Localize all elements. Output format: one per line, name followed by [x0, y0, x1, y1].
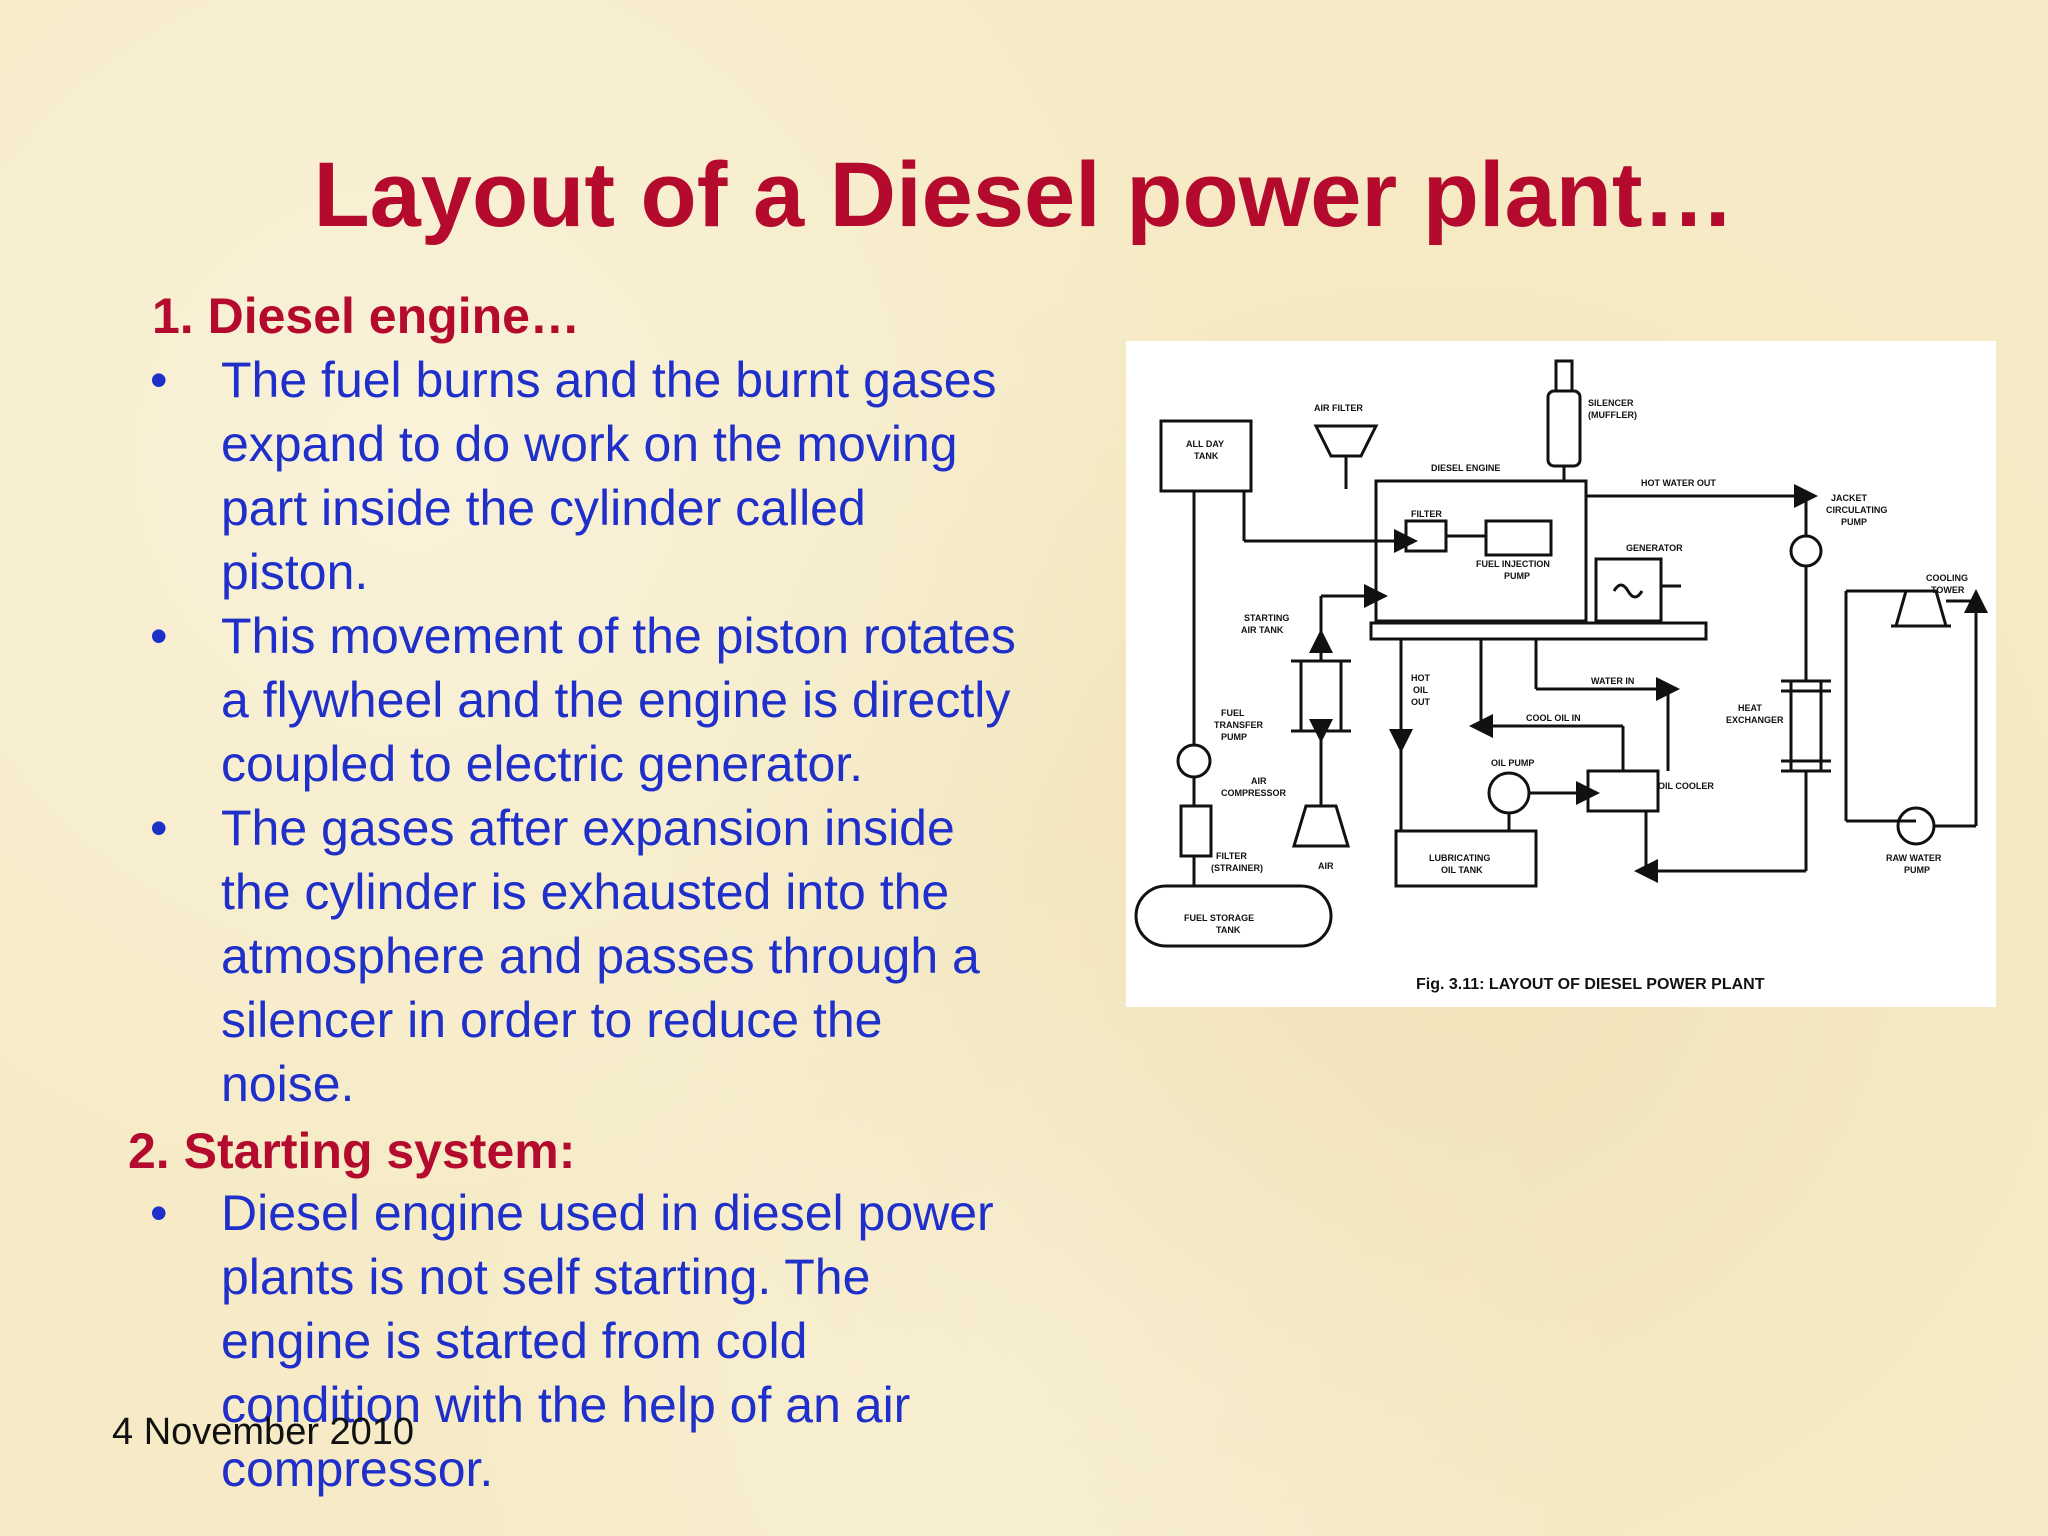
- bullet-line: condition with the help of an air: [221, 1377, 911, 1433]
- bullet-line: compressor.: [221, 1441, 494, 1497]
- label-fuel-transfer-1: FUEL: [1221, 708, 1245, 718]
- bullet-symbol: •: [150, 1185, 168, 1241]
- label-cooling-tower-2: TOWER: [1931, 585, 1965, 595]
- all-day-tank: [1159, 419, 1253, 493]
- cooling-tower-shape: [1894, 589, 1948, 628]
- bullet-line: noise.: [221, 1056, 355, 1112]
- bullet-line: This movement of the piston rotates: [221, 608, 1016, 664]
- section-heading-diesel-engine: 1. Diesel engine…: [152, 288, 580, 344]
- oil-cooler-box: [1586, 769, 1660, 813]
- engine-base: [1369, 621, 1708, 641]
- air-filter-shape: [1313, 424, 1379, 458]
- silencer-shape: [1546, 389, 1582, 468]
- label-heat-exchanger-2: EXCHANGER: [1726, 715, 1784, 725]
- bullet-symbol: •: [150, 800, 168, 856]
- label-all-day-tank-2: TANK: [1194, 451, 1219, 461]
- diesel-engine-block: [1374, 479, 1588, 623]
- bullet-line: The fuel burns and the burnt gases: [221, 352, 997, 408]
- label-air-compressor-1: AIR: [1251, 776, 1267, 786]
- slide-date: 4 November 2010: [112, 1411, 415, 1453]
- label-filter-strainer-1: FILTER: [1216, 851, 1247, 861]
- lubricating-oil-tank: [1394, 829, 1538, 888]
- diagram-svg: ALL DAY TANK AIR FILTER SILENCER (MUFFLE…: [1134, 359, 1988, 993]
- label-all-day-tank-1: ALL DAY: [1186, 439, 1224, 449]
- label-jacket-2: CIRCULATING: [1826, 505, 1887, 515]
- label-starting-air-2: AIR TANK: [1241, 625, 1284, 635]
- label-starting-air-1: STARTING: [1244, 613, 1289, 623]
- label-air-filter: AIR FILTER: [1314, 403, 1363, 413]
- diagram-caption: Fig. 3.11: LAYOUT OF DIESEL POWER PLANT: [1416, 976, 1765, 993]
- label-cool-oil-in: COOL OIL IN: [1526, 713, 1581, 723]
- label-oil-pump: OIL PUMP: [1491, 758, 1534, 768]
- air-compressor-shape: [1291, 804, 1351, 848]
- bullet-line: Diesel engine used in diesel power: [221, 1185, 994, 1241]
- label-air: AIR: [1318, 861, 1334, 871]
- label-heat-exchanger-1: HEAT: [1738, 703, 1762, 713]
- fuel-transfer-pump: [1176, 743, 1212, 779]
- bullet-symbol: •: [150, 608, 168, 664]
- label-filter-strainer-2: (STRAINER): [1211, 863, 1263, 873]
- bullet-line: coupled to electric generator.: [221, 736, 864, 792]
- bullet-line: atmosphere and passes through a: [221, 928, 980, 984]
- label-filter: FILTER: [1411, 509, 1442, 519]
- label-silencer-2: (MUFFLER): [1588, 410, 1637, 420]
- bullet-line: The gases after expansion inside: [221, 800, 955, 856]
- label-fuel-injection-1: FUEL INJECTION: [1476, 559, 1550, 569]
- bullet-line: engine is started from cold: [221, 1313, 808, 1369]
- label-lubricating-2: OIL TANK: [1441, 865, 1483, 875]
- starting-air-tank: [1299, 659, 1343, 733]
- oil-pump-circle: [1487, 771, 1531, 815]
- label-fuel-injection-2: PUMP: [1504, 571, 1530, 581]
- bullet-line: piston.: [221, 544, 369, 600]
- label-air-compressor-2: COMPRESSOR: [1221, 788, 1287, 798]
- label-jacket-1: JACKET: [1831, 493, 1868, 503]
- heat-exchanger-shape: [1789, 679, 1823, 773]
- generator-box: [1594, 557, 1663, 623]
- label-hot-water-out: HOT WATER OUT: [1641, 478, 1716, 488]
- fuel-injection-pump-box: [1484, 519, 1553, 557]
- filter-box: [1404, 519, 1448, 553]
- slide-title: Layout of a Diesel power plant…: [313, 144, 1735, 246]
- filter-strainer-box: [1179, 804, 1213, 858]
- label-raw-water-1: RAW WATER: [1886, 853, 1942, 863]
- raw-water-pump-circle: [1896, 806, 1936, 846]
- bullet-line: silencer in order to reduce the: [221, 992, 883, 1048]
- label-cooling-tower-1: COOLING: [1926, 573, 1968, 583]
- label-fuel-transfer-3: PUMP: [1221, 732, 1247, 742]
- label-silencer-1: SILENCER: [1588, 398, 1634, 408]
- bullet-symbol: •: [150, 352, 168, 408]
- fuel-storage-tank: [1134, 884, 1333, 948]
- label-generator: GENERATOR: [1626, 543, 1683, 553]
- label-water-in: WATER IN: [1591, 676, 1634, 686]
- label-oil-cooler: OIL COOLER: [1658, 781, 1714, 791]
- label-diesel-engine: DIESEL ENGINE: [1431, 463, 1500, 473]
- label-hot-oil-3: OUT: [1411, 697, 1431, 707]
- bullet-line: plants is not self starting. The: [221, 1249, 871, 1305]
- bullet-line: part inside the cylinder called: [221, 480, 866, 536]
- section-heading-starting-system: 2. Starting system:: [128, 1123, 576, 1179]
- label-jacket-3: PUMP: [1841, 517, 1867, 527]
- label-fuel-storage-1: FUEL STORAGE: [1184, 913, 1254, 923]
- jacket-pump-circle: [1789, 534, 1823, 568]
- bullet-line: the cylinder is exhausted into the: [221, 864, 950, 920]
- bullet-line: a flywheel and the engine is directly: [221, 672, 1011, 728]
- bullet-line: expand to do work on the moving: [221, 416, 958, 472]
- label-lubricating-1: LUBRICATING: [1429, 853, 1490, 863]
- label-hot-oil-2: OIL: [1413, 685, 1429, 695]
- label-fuel-storage-2: TANK: [1216, 925, 1241, 935]
- diesel-plant-diagram: ALL DAY TANK AIR FILTER SILENCER (MUFFLE…: [1126, 341, 1996, 1007]
- label-hot-oil-1: HOT: [1411, 673, 1431, 683]
- label-fuel-transfer-2: TRANSFER: [1214, 720, 1263, 730]
- label-raw-water-2: PUMP: [1904, 865, 1930, 875]
